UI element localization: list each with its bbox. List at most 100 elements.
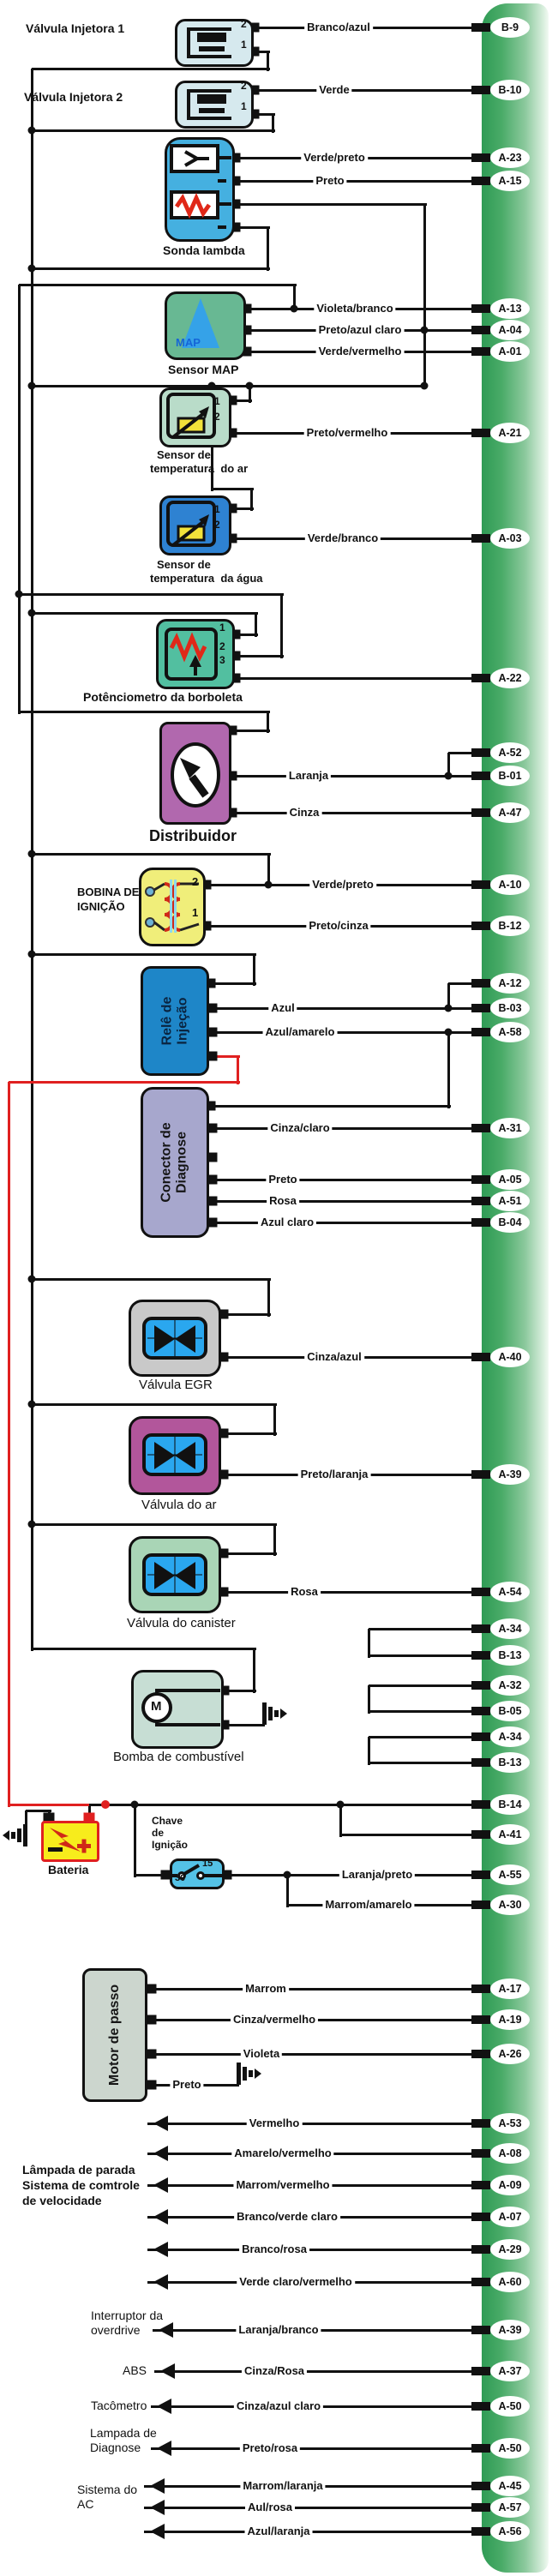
diagram-text-label: de velocidade — [22, 2194, 102, 2207]
diagram-text-label: IGNIÇÃO — [77, 900, 125, 913]
wire-segment — [212, 1030, 488, 1034]
component-pin-pad — [225, 428, 237, 438]
diagram-text-label: Bateria — [48, 1863, 89, 1876]
component-pin-pad — [145, 2049, 157, 2059]
wire-segment — [273, 1404, 276, 1436]
connector-pin-A-15: A-15 — [490, 171, 530, 191]
connector-pin-A-19: A-19 — [490, 2009, 530, 2030]
wire-segment — [30, 69, 33, 1651]
connector-pin-stub — [471, 1197, 490, 1205]
component-pin-pad — [217, 1587, 229, 1597]
wire-junction-dot — [420, 381, 429, 390]
wire-segment — [231, 774, 488, 778]
wire-segment — [231, 729, 270, 732]
connector-pin-A-40: A-40 — [490, 1347, 530, 1367]
wire-segment — [151, 2447, 488, 2450]
wire-segment — [32, 129, 275, 132]
connector-pin-A-10: A-10 — [490, 874, 530, 895]
wire-segment — [369, 1627, 488, 1630]
connector-pin-stub — [471, 772, 490, 780]
connector-pin-stub — [471, 2015, 490, 2024]
connector-pin-stub — [471, 2444, 490, 2453]
wire-segment — [339, 1804, 342, 1837]
component-pin-pad — [240, 325, 252, 335]
connector-pin-stub — [471, 1800, 490, 1809]
wire-color-label: Cinza/vermelho — [230, 2012, 319, 2026]
wire-junction-dot — [290, 304, 298, 313]
battery-positive-junction-dot — [101, 1800, 110, 1809]
wire-color-label: Violeta/branco — [314, 301, 396, 315]
connector-pin-stub — [471, 1985, 490, 1993]
connector-pin-A-39: A-39 — [490, 1464, 530, 1485]
component-pin-pad — [206, 1027, 218, 1037]
connector-pin-A-08: A-08 — [490, 2143, 530, 2164]
connector-pin-stub — [471, 1681, 490, 1690]
connector-pin-stub — [471, 2402, 490, 2411]
wire-color-label: Cinza/azul claro — [233, 2399, 324, 2412]
diagram-text-label: de — [152, 1827, 165, 1839]
connector-pin-A-34: A-34 — [490, 1726, 530, 1747]
diagram-text-label: Sensor MAP — [168, 363, 239, 376]
connector-pin-stub — [471, 2503, 490, 2512]
diagram-text-label: Válvula do ar — [141, 1498, 217, 1512]
connector-pin-stub — [471, 2050, 490, 2058]
wire-segment — [266, 227, 269, 271]
component-box-chave — [170, 1858, 225, 1889]
wire-segment — [235, 225, 270, 229]
wire-segment — [266, 51, 269, 71]
connector-pin-stub — [471, 304, 490, 313]
wire-color-label: Preto/rosa — [239, 2441, 301, 2454]
connector-pin-stub — [471, 1588, 490, 1596]
wire-color-label: Preto — [266, 1172, 300, 1186]
wire-segment — [285, 1875, 289, 1907]
wire-color-label: Preto/vermelho — [303, 425, 391, 439]
component-box-rot: Motor de passo — [82, 1968, 147, 2102]
wire-color-label: Verde/branco — [304, 531, 381, 544]
diagram-text-label: Bomba de combustível — [113, 1750, 244, 1764]
wire-segment — [133, 1804, 136, 1877]
connector-pin-A-54: A-54 — [490, 1582, 530, 1602]
wire-segment — [231, 811, 488, 814]
wire-segment — [210, 1104, 451, 1108]
wire-color-label: Cinza — [286, 805, 322, 819]
wire-junction-dot — [130, 1800, 139, 1809]
component-pin-pad — [206, 1196, 218, 1206]
diagram-text-label: MAP — [176, 336, 201, 349]
wire-segment — [423, 204, 426, 388]
wire-arrowhead-left — [146, 2146, 168, 2161]
component-pin-pad — [225, 771, 237, 781]
wire-segment — [279, 594, 283, 658]
wire-segment — [249, 489, 253, 511]
wire-junction-dot — [444, 1028, 453, 1036]
wire-segment — [32, 1402, 277, 1406]
component-pin-pad — [229, 222, 241, 232]
connector-pin-A-34: A-34 — [490, 1618, 530, 1639]
wire-segment — [87, 1804, 91, 1820]
wire-color-label: Preto/cinza — [306, 918, 371, 932]
wire-segment — [24, 1810, 27, 1828]
connector-pin-B-03: B-03 — [490, 998, 530, 1018]
connector-pin-stub — [471, 2278, 490, 2286]
wire-segment — [231, 399, 252, 402]
connector-pin-A-50: A-50 — [490, 2396, 530, 2417]
component-pin-pad — [206, 1174, 218, 1185]
component-pin-pad — [200, 921, 212, 931]
component-pin-pad — [225, 503, 237, 513]
connector-pin-stub — [471, 2367, 490, 2375]
wire-segment — [212, 1006, 488, 1010]
connector-pin-stub — [471, 748, 490, 757]
connector-pin-stub — [471, 1707, 490, 1715]
diagram-text-label: 2 — [192, 875, 199, 888]
diagram-text-label: 30 — [175, 1873, 186, 1883]
wire-junction-dot — [264, 880, 273, 889]
wire-segment — [369, 1654, 488, 1657]
wire-junction-dot — [283, 1870, 291, 1879]
component-box-battery — [41, 1821, 99, 1862]
wire-junction-dot — [420, 326, 429, 334]
diagram-text-label: 1 — [192, 906, 199, 919]
diagram-text-label: Chave — [152, 1815, 183, 1827]
connector-pin-B-13: B-13 — [490, 1752, 530, 1773]
connector-pin-stub — [471, 23, 490, 32]
connector-pin-A-09: A-09 — [490, 2175, 530, 2195]
